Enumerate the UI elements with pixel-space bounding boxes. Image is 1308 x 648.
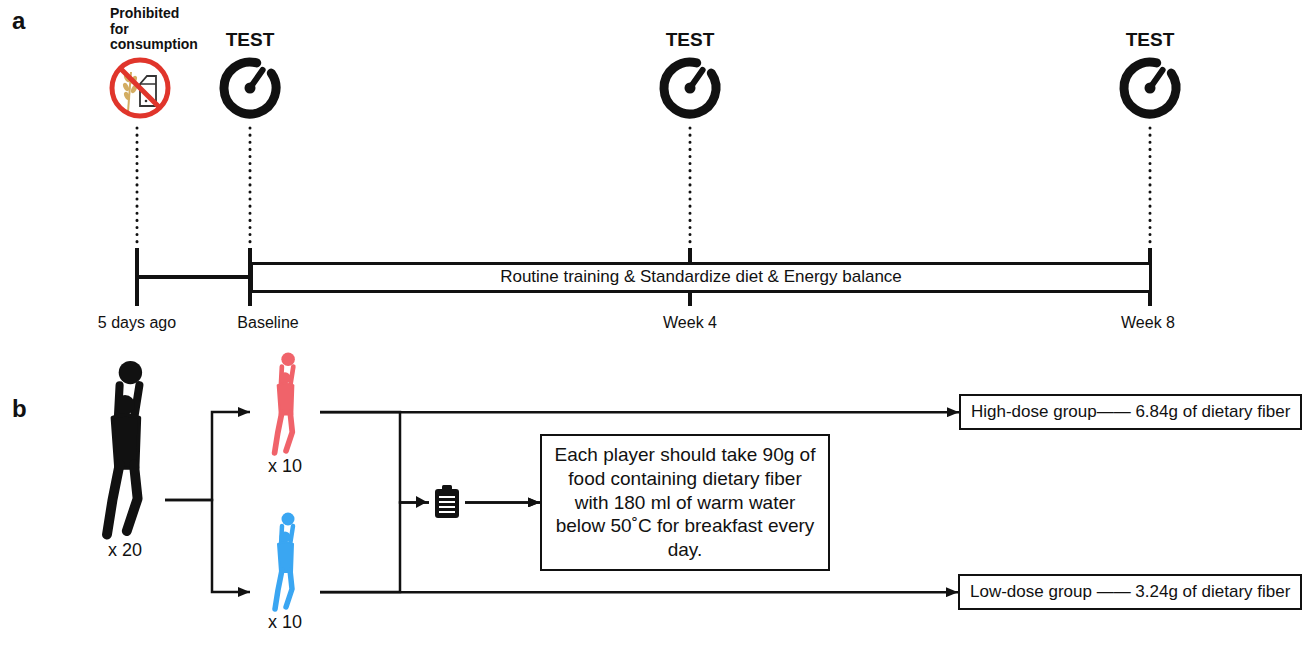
dotted-line bbox=[137, 128, 1150, 244]
player-figure bbox=[265, 512, 305, 612]
prohibition-bar bbox=[120, 68, 160, 108]
dotted-line bbox=[136, 128, 139, 244]
player-silhouette bbox=[282, 513, 295, 526]
timeline-line bbox=[137, 275, 250, 279]
clipboard-line bbox=[439, 506, 455, 508]
flow-arrow bbox=[165, 500, 250, 592]
group-count: x 10 bbox=[250, 456, 320, 478]
player-silhouette bbox=[281, 353, 295, 367]
clipboard-lines bbox=[439, 497, 455, 512]
clipboard-line bbox=[439, 501, 455, 503]
phase-bar: Routine training & Standardize diet & En… bbox=[250, 262, 1152, 293]
player-figure bbox=[89, 360, 161, 540]
player-silhouette bbox=[275, 570, 292, 609]
player-silhouette bbox=[119, 361, 142, 384]
player-silhouette bbox=[107, 464, 138, 534]
prohibited-icon bbox=[112, 60, 168, 116]
dotted-line bbox=[1149, 128, 1152, 244]
player-group: x 10 bbox=[250, 512, 320, 634]
test-label: TEST bbox=[1126, 29, 1175, 50]
time-label: Week 8 bbox=[1121, 314, 1175, 332]
timeline-tick bbox=[688, 248, 692, 263]
milk-carton bbox=[140, 83, 156, 85]
node-text: Routine training & Standardize diet & En… bbox=[500, 267, 902, 287]
flow-arrow bbox=[320, 591, 958, 594]
group-box: High-dose group—— 6.84g of dietary fiber bbox=[959, 394, 1302, 430]
note-label: Prohibited for consumption bbox=[110, 6, 198, 53]
test-label: TEST bbox=[666, 29, 715, 50]
dotted-line bbox=[689, 128, 692, 244]
panel-label: b bbox=[12, 396, 27, 423]
clipboard-line bbox=[439, 511, 455, 513]
flow-arrow bbox=[165, 412, 250, 500]
prohibition-ring bbox=[112, 60, 168, 116]
time-label: 5 days ago bbox=[98, 314, 176, 332]
node-text: High-dose group—— 6.84g of dietary fiber bbox=[971, 402, 1290, 422]
timeline-tick bbox=[688, 292, 692, 306]
wheat-grain bbox=[122, 82, 130, 92]
test-gauge bbox=[1124, 62, 1176, 114]
time-label: Baseline bbox=[237, 314, 298, 332]
test-gauge bbox=[664, 62, 716, 114]
protocol-box: Each player should take 90g of food cont… bbox=[540, 434, 830, 571]
node-text: Each player should take 90g of food cont… bbox=[552, 443, 818, 562]
clipboard-icon bbox=[435, 489, 459, 518]
player-silhouette bbox=[115, 395, 135, 415]
dotted-line bbox=[249, 128, 252, 244]
clipboard-clip bbox=[442, 485, 452, 491]
group-count: x 10 bbox=[250, 612, 320, 634]
clipboard-ground bbox=[429, 482, 465, 522]
node-text: Low-dose group —— 3.24g of dietary fiber bbox=[970, 582, 1290, 602]
arrow-head bbox=[416, 496, 427, 508]
time-label: Week 4 bbox=[663, 314, 717, 332]
player-figure bbox=[264, 352, 306, 456]
panel-label: a bbox=[12, 8, 25, 35]
player-silhouette bbox=[279, 372, 290, 383]
flow-arrow bbox=[320, 411, 959, 414]
test-label: TEST bbox=[226, 29, 275, 50]
group-box: Low-dose group —— 3.24g of dietary fiber bbox=[958, 574, 1302, 610]
wheat-grain bbox=[123, 91, 131, 101]
clipboard-line bbox=[439, 496, 455, 498]
test-gauge bbox=[224, 62, 276, 114]
milk-dot bbox=[145, 100, 148, 103]
player-group: x 20 bbox=[85, 360, 165, 562]
player-group: x 10 bbox=[250, 352, 320, 478]
group-count: x 20 bbox=[85, 540, 165, 562]
player-silhouette bbox=[280, 532, 291, 543]
player-silhouette bbox=[275, 412, 293, 453]
